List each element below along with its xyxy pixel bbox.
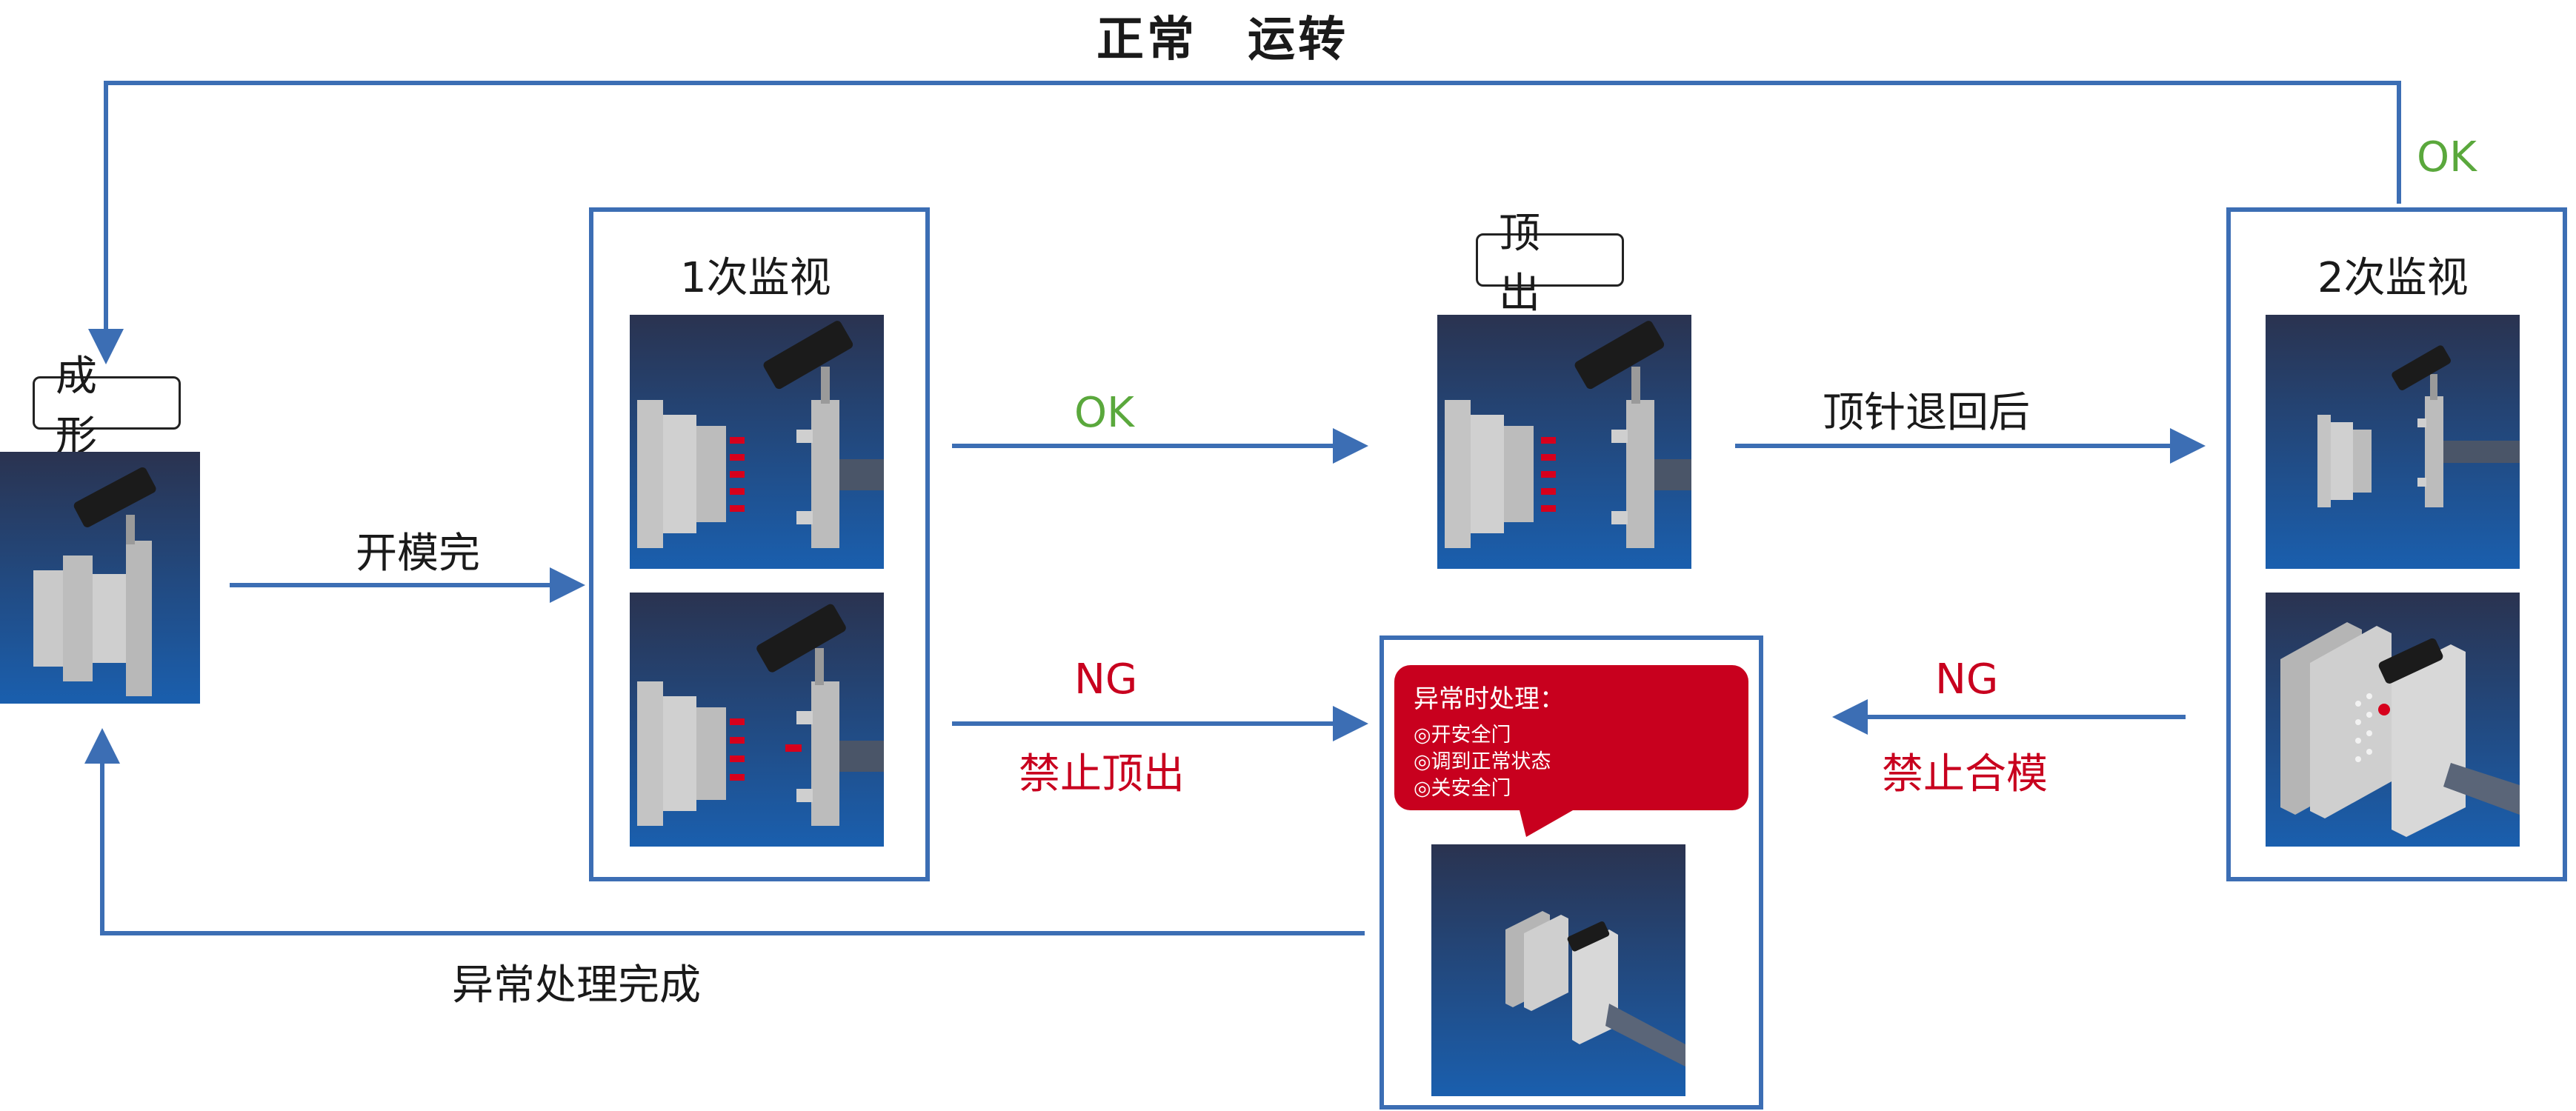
edge-label-first-ng-action: 禁止顶出	[1019, 750, 1185, 798]
edge-label-first-ng: NG	[1074, 655, 1138, 704]
edge-label-abnormal-done: 异常处理完成	[452, 961, 701, 1010]
arrow-normal-loop	[88, 81, 2401, 364]
arrow-abnormal-done	[84, 728, 1365, 935]
eject-photo	[1437, 315, 1691, 569]
edge-label-second-ng: NG	[1935, 655, 1999, 704]
second-monitor-photo-top	[2266, 315, 2520, 569]
abnormal-step: ◎开安全门	[1414, 724, 1511, 747]
abnormal-step: ◎调到正常状态	[1414, 750, 1551, 773]
edge-label-second-ng-action: 禁止合模	[1882, 750, 2048, 798]
first-monitor-frame	[589, 207, 930, 881]
abnormal-frame	[1379, 635, 1763, 1110]
abnormal-photo	[1431, 844, 1685, 1096]
node-eject-label: 顶出	[1476, 210, 1624, 318]
edge-label-after-pins: 顶针退回后	[1823, 389, 2030, 437]
first-monitor-photo-top	[630, 315, 884, 569]
abnormal-title: 异常时处理：	[1414, 684, 1565, 714]
edge-label-second-ok: OK	[2417, 133, 2477, 181]
abnormal-step: ◎关安全门	[1414, 777, 1511, 800]
molding-photo	[0, 452, 200, 704]
edge-label-first-ok: OK	[1074, 389, 1134, 437]
abnormal-handling-bubble: 异常时处理： ◎开安全门 ◎调到正常状态 ◎关安全门	[1394, 665, 1748, 810]
first-monitor-photo-bottom	[630, 593, 884, 847]
node-first-monitor-label: 1次监视	[680, 254, 831, 302]
node-molding-label: 成形	[33, 353, 181, 461]
second-monitor-photo-bottom	[2266, 593, 2520, 847]
node-second-monitor-label: 2次监视	[2317, 254, 2469, 302]
page-title: 正常 运转	[1096, 13, 1348, 67]
edge-label-mold-open: 开模完	[356, 530, 480, 578]
second-monitor-frame	[2226, 207, 2567, 881]
bubble-tail	[1519, 807, 1578, 837]
